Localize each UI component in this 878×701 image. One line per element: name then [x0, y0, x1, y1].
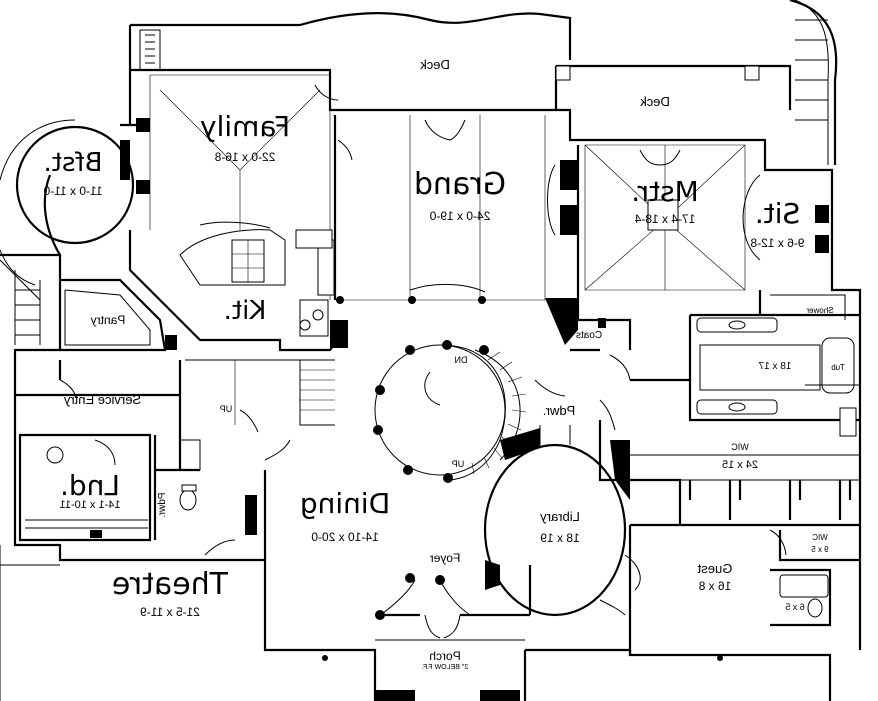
- bfst-room-name: Bfst.: [43, 148, 103, 178]
- family-room-walls: [149, 74, 353, 300]
- mstr-room-size: 17-4 x 18-4: [634, 212, 696, 226]
- master-wic: [598, 420, 860, 527]
- family-room-name: Family: [199, 110, 291, 143]
- dining-room-size: 14-10 x 20-0: [311, 530, 379, 544]
- bfst-room-size: 11-0 x 11-0: [43, 184, 103, 198]
- kit-room-name: Kit.: [223, 296, 267, 326]
- wic-guest-size: 9 x 5: [811, 545, 829, 554]
- stair-up-label: UP: [219, 404, 233, 414]
- sit-room-size: 9-6 x 12-8: [750, 236, 805, 250]
- dining-room-name: Dining: [299, 487, 391, 520]
- pdwr-label: Pdwr.: [542, 403, 576, 418]
- theatre-room-size: 21-5 x 11-9: [140, 605, 200, 619]
- guest-room-name: Guest: [697, 561, 733, 576]
- coats-label: Coats: [575, 330, 603, 341]
- family-room-size: 22-0 x 16-8: [214, 150, 276, 164]
- guest-room-size: 16 x 8: [698, 579, 732, 593]
- grand-room-walls: [336, 115, 580, 345]
- library-room-size: 18 x 19: [540, 531, 580, 545]
- grand-room-name: Grand: [413, 167, 507, 202]
- lnd-room-size: 14-1 x 10-11: [59, 499, 121, 511]
- wic-guest-name: WIC: [812, 533, 828, 542]
- laundry-walls: [18, 433, 257, 542]
- master-bath: [688, 290, 861, 445]
- deck-left-label: Deck: [420, 57, 450, 72]
- deck-right-label: Deck: [640, 94, 670, 109]
- porch-note: 2" BELOW F.F.: [421, 664, 469, 671]
- pantry-walls: [60, 278, 177, 352]
- guest-room: [628, 525, 860, 655]
- theatre-room-name: Theatre: [111, 567, 229, 602]
- spiral-dn-label: DN: [454, 355, 468, 365]
- kitchen-walls: [128, 221, 348, 352]
- dining-foyer: [204, 439, 532, 639]
- spiral-staircase: [373, 340, 527, 483]
- porch-walls: [0, 545, 723, 701]
- pdwr-small-label: Pdwr.: [157, 492, 168, 518]
- library-room-name: Library: [540, 509, 580, 524]
- wic-master-size: 24 x 15: [721, 459, 759, 471]
- grand-room-size: 24-0 x 19-0: [429, 209, 491, 223]
- guest-bath-size: 6 x 5: [785, 602, 805, 612]
- tub-label: Tub: [831, 363, 845, 372]
- coats-and-hall: [534, 318, 690, 397]
- mstr-room-name: Mstr.: [631, 175, 699, 208]
- shower-label: Shower: [806, 306, 834, 315]
- service-entry-label: Service Entry: [63, 392, 142, 407]
- spiral-up-label: UP: [451, 459, 465, 469]
- wic-master-name: WIC: [731, 442, 749, 452]
- porch-label: Porch: [429, 649, 461, 663]
- deck-outline: [128, 0, 838, 165]
- service-entry: [15, 359, 335, 471]
- sit-room-name: Sit.: [754, 197, 801, 230]
- pantry-label: Pantry: [90, 313, 126, 327]
- bfst-bay: [0, 118, 150, 345]
- lnd-room-name: Lnd.: [59, 469, 121, 502]
- master-room-walls: [584, 144, 829, 291]
- foyer-label: Foyer: [429, 551, 461, 565]
- library-oval: [483, 399, 641, 617]
- master-bath-size: 18 x 17: [758, 361, 792, 372]
